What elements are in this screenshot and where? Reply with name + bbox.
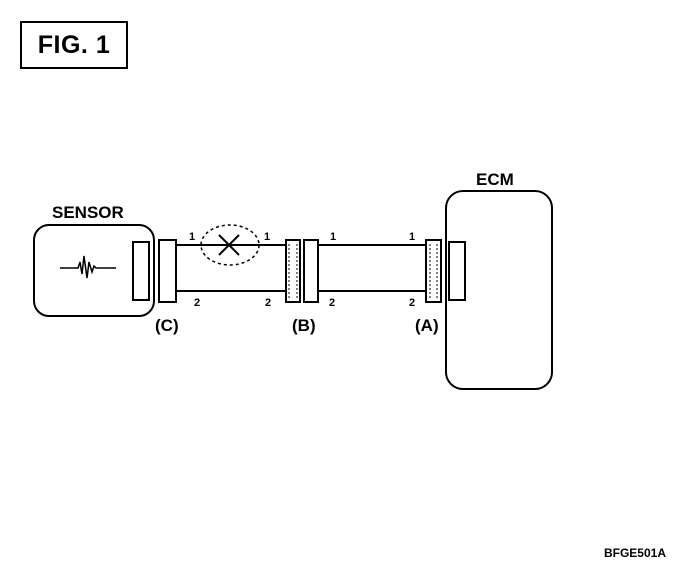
figure-title: FIG. 1: [20, 21, 128, 69]
pin-label: 1: [409, 231, 415, 243]
pin-label: 1: [264, 231, 270, 243]
connector-b-label: (B): [292, 316, 316, 335]
ecm-label: ECM: [476, 170, 514, 189]
connector-a-label: (A): [415, 316, 439, 335]
pin-label: 2: [194, 297, 200, 309]
pin-label: 2: [329, 297, 335, 309]
figure-code: BFGE501A: [603, 546, 666, 560]
pin-label: 2: [409, 297, 415, 309]
pin-label: 1: [330, 231, 336, 243]
connector-c-label: (C): [155, 316, 179, 335]
open-circuit-x-icon: [218, 234, 240, 256]
connector-b: [285, 239, 319, 303]
sensor-box: [33, 224, 155, 317]
pin-label: 2: [265, 297, 271, 309]
ecm-connector: [448, 241, 466, 301]
pin-label: 1: [189, 231, 195, 243]
ecm-box: [445, 190, 553, 390]
connector-c: [158, 239, 177, 303]
sensor-waveform-icon: [60, 255, 116, 279]
fault-circle: [200, 224, 260, 266]
connector-a: [425, 239, 442, 303]
sensor-label: SENSOR: [52, 203, 124, 222]
sensor-connector: [132, 241, 150, 301]
